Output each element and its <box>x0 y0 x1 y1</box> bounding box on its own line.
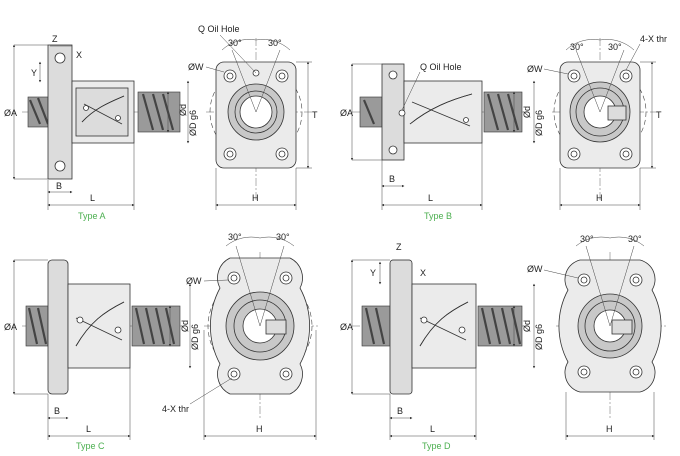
type-a-angle-left: 30° <box>228 38 242 48</box>
panel-type-b: ØA Ød ØD g6 L B Q Oil Hole Type B <box>340 34 667 221</box>
type-b-thread-label: 4-X thr <box>640 34 667 44</box>
type-c-B: B <box>54 406 60 416</box>
type-b-L: L <box>428 193 433 203</box>
type-b-phi-d: Ød <box>522 106 532 118</box>
type-a-side-view: ØA Ød ØD g6 L B Z X Y Type A <box>4 34 198 221</box>
type-b-side-view: ØA Ød ØD g6 L B Q Oil Hole Type B <box>340 62 544 221</box>
type-b-B: B <box>389 174 395 184</box>
type-a-X: X <box>76 50 82 60</box>
panel-type-d: ØA Ød ØD g6 L B Z X Y Type D <box>340 234 668 451</box>
type-d-phi-a: ØA <box>340 322 353 332</box>
type-a-T: T <box>312 110 318 120</box>
type-c-L: L <box>86 424 91 434</box>
type-b-H: H <box>596 193 603 203</box>
type-c-phi-w: ØW <box>186 276 202 286</box>
type-a-phi-a: ØA <box>4 108 17 118</box>
type-a-phi-D-g6: ØD g6 <box>188 110 198 136</box>
type-d-X: X <box>420 268 426 278</box>
type-a-phi-d: Ød <box>178 104 188 116</box>
type-a-angle-right: 30° <box>268 38 282 48</box>
type-d-L: L <box>430 424 435 434</box>
type-d-B: B <box>397 406 403 416</box>
type-b-front-view: T H 30° 30° 4-X thr ØW <box>527 34 667 210</box>
type-c-angle-right: 30° <box>276 232 290 242</box>
type-b-phi-w: ØW <box>527 64 543 74</box>
type-c-phi-d: Ød <box>180 320 190 332</box>
type-b-T: T <box>656 110 662 120</box>
type-a-H: H <box>252 193 259 203</box>
type-c-phi-D-g6: ØD g6 <box>190 324 200 350</box>
panel-type-c: ØA Ød ØD g6 L B Type C <box>4 232 318 451</box>
type-b-phi-a: ØA <box>340 108 353 118</box>
type-d-side-view: ØA Ød ØD g6 L B Z X Y Type D <box>340 242 544 451</box>
type-a-front-view: T H 30° 30° Q Oil Hole ØW <box>188 24 318 210</box>
type-b-angle-left: 30° <box>570 42 584 52</box>
type-b-phi-D-g6: ØD g6 <box>534 110 544 136</box>
type-a-Y: Y <box>31 68 37 78</box>
type-a-phi-w: ØW <box>188 62 204 72</box>
type-d-Y: Y <box>370 268 376 278</box>
type-c-H: H <box>256 424 263 434</box>
type-a-oil-hole-label: Q Oil Hole <box>198 24 240 34</box>
type-c-caption: Type C <box>76 441 105 451</box>
type-d-Z: Z <box>396 242 402 252</box>
panel-type-a: ØA Ød ØD g6 L B Z X Y Type A <box>4 24 318 221</box>
type-b-caption: Type B <box>424 211 452 221</box>
type-d-phi-d: Ød <box>522 320 532 332</box>
type-c-front-view: H 30° 30° ØW 4-X thr <box>162 232 318 440</box>
type-c-angle-left: 30° <box>228 232 242 242</box>
type-b-angle-right: 30° <box>608 42 622 52</box>
type-d-phi-w: ØW <box>527 264 543 274</box>
type-d-angle-left: 30° <box>580 234 594 244</box>
type-d-caption: Type D <box>422 441 451 451</box>
type-c-side-view: ØA Ød ØD g6 L B Type C <box>4 259 200 451</box>
type-d-angle-right: 30° <box>628 234 642 244</box>
type-d-H: H <box>606 424 613 434</box>
type-a-B: B <box>56 181 62 191</box>
type-a-L: L <box>90 193 95 203</box>
type-d-phi-D-g6: ØD g6 <box>534 324 544 350</box>
type-a-Z: Z <box>52 34 58 44</box>
type-a-caption: Type A <box>78 211 106 221</box>
type-c-phi-a: ØA <box>4 322 17 332</box>
type-b-oil-hole-label: Q Oil Hole <box>420 62 462 72</box>
type-d-front-view: H 30° 30° ØW <box>527 234 668 440</box>
type-c-thread-label: 4-X thr <box>162 404 189 414</box>
